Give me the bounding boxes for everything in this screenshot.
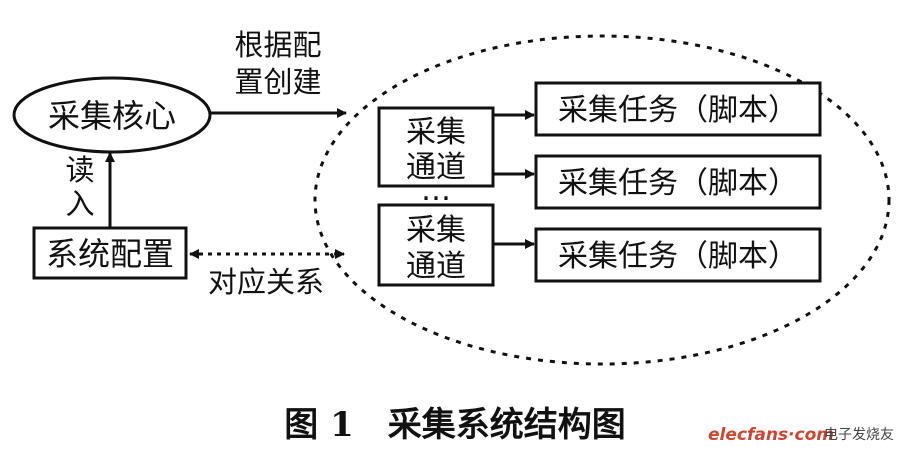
channel-1-shape xyxy=(377,106,495,188)
core-node-label: 采集核心 xyxy=(48,97,176,135)
config-node-shape xyxy=(32,226,188,280)
channel-2-label-2: 通道 xyxy=(406,249,466,284)
figure-caption: 图 1 采集系统结构图 xyxy=(284,405,626,445)
task-1-shape xyxy=(534,81,822,137)
read-label-2: 入 xyxy=(65,187,94,221)
create-label-2: 置创建 xyxy=(234,65,321,99)
channel-1-label-1: 采集 xyxy=(406,115,466,150)
task-3-shape xyxy=(534,227,822,283)
watermark-site: elecfans·com xyxy=(708,425,834,445)
config-node-label: 系统配置 xyxy=(46,235,174,273)
task-2-shape xyxy=(534,154,822,210)
acquisition-group-ellipse xyxy=(313,34,891,366)
watermark-cn: 电子发烧友 xyxy=(824,427,894,443)
channel-2-label-1: 采集 xyxy=(406,213,466,248)
task-3-label: 采集任务（脚本） xyxy=(558,239,798,274)
create-label-1: 根据配 xyxy=(234,28,321,62)
channel-ellipsis: … xyxy=(421,173,451,208)
read-label-1: 读 xyxy=(65,153,94,187)
channel-1-label-2: 通道 xyxy=(406,150,466,185)
task-1-label: 采集任务（脚本） xyxy=(558,93,798,128)
task-2-label: 采集任务（脚本） xyxy=(558,166,798,201)
mapping-label: 对应关系 xyxy=(208,265,324,299)
